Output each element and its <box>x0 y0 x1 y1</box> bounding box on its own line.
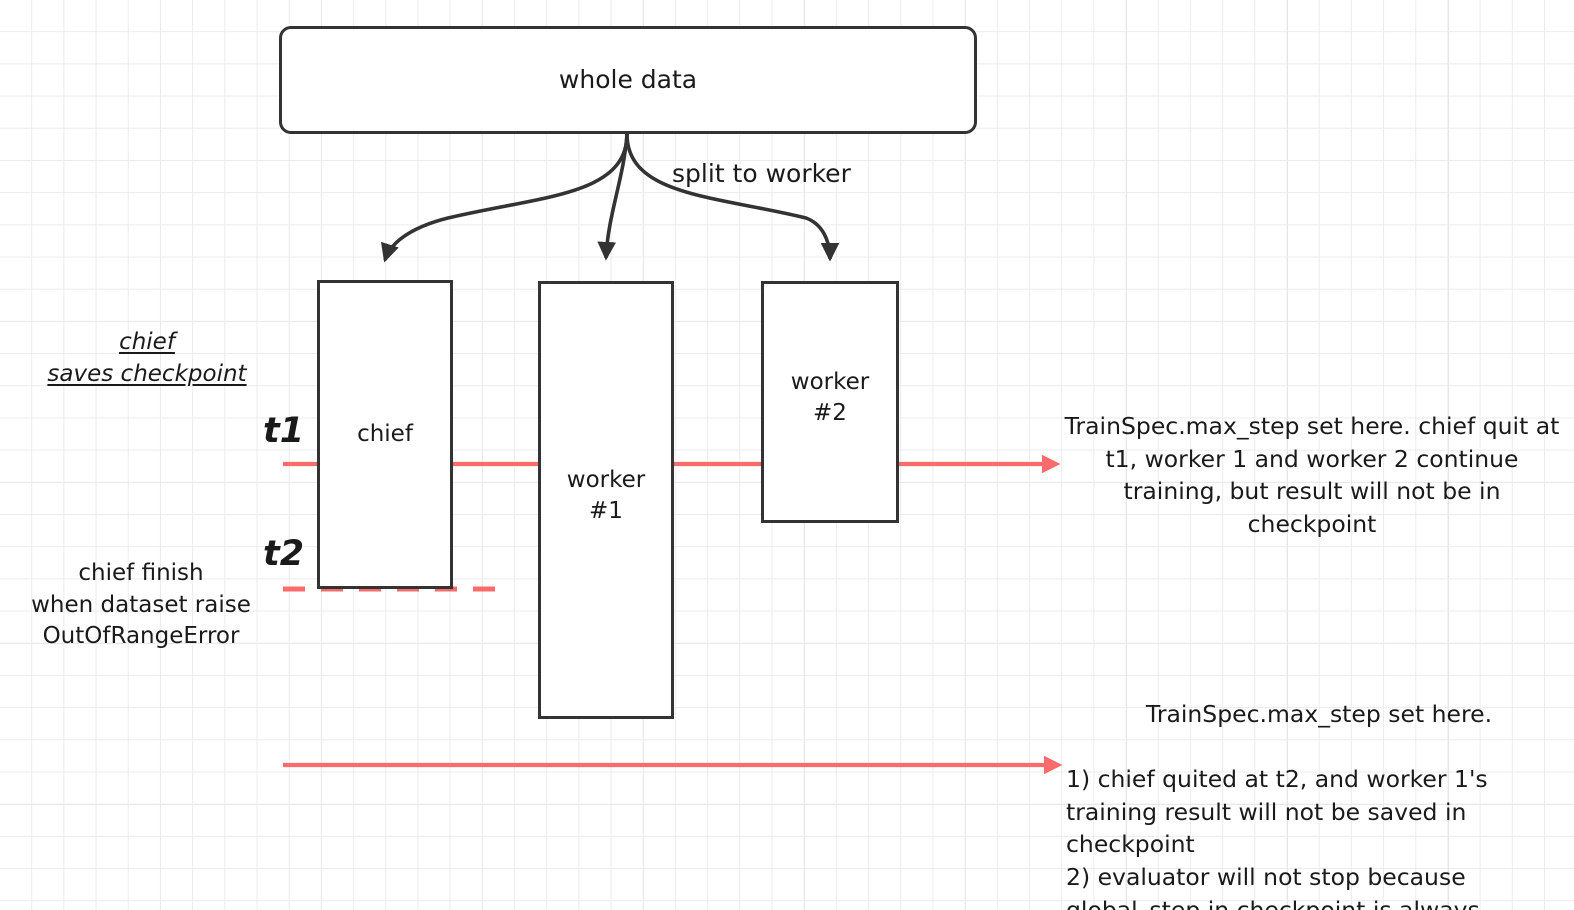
whole-data-label: whole data <box>558 65 698 95</box>
split-arrow-to-worker2 <box>625 133 840 262</box>
split-arrow-to-worker1 <box>597 133 629 261</box>
chief-finish-annotation: chief finish when dataset raise OutOfRan… <box>31 560 251 650</box>
t2-note-item-2: 2) evaluator will not stop because globa… <box>1066 862 1480 910</box>
chief-box-label: chief <box>357 421 413 447</box>
t1-time-mark: t1 <box>263 411 305 451</box>
chief-saves-checkpoint-annotation: chief saves checkpoint <box>28 327 266 390</box>
chief-saves-checkpoint-text: chief saves checkpoint <box>47 329 247 387</box>
worker1-box-label: worker #1 <box>566 467 646 525</box>
t2-time-mark: t2 <box>263 534 305 574</box>
t2-note-item-1: 1) chief quited at t2, and worker 1's tr… <box>1066 764 1488 859</box>
t2-note-annotation: TrainSpec.max_step set here. 1) chief qu… <box>1066 665 1572 910</box>
chief-box[interactable]: chief <box>317 280 453 589</box>
worker2-box-label: worker #2 <box>790 369 870 427</box>
t2-note-heading: TrainSpec.max_step set here. <box>1145 699 1493 728</box>
split-arrow-to-chief <box>380 133 629 263</box>
worker1-box[interactable]: worker #1 <box>538 281 674 719</box>
whole-data-box[interactable]: whole data <box>279 26 977 134</box>
worker2-box[interactable]: worker #2 <box>761 281 899 523</box>
split-to-worker-label: split to worker <box>672 159 851 188</box>
split-arrow-group <box>380 133 840 263</box>
t1-note-annotation: TrainSpec.max_step set here. chief quit … <box>1064 412 1560 538</box>
